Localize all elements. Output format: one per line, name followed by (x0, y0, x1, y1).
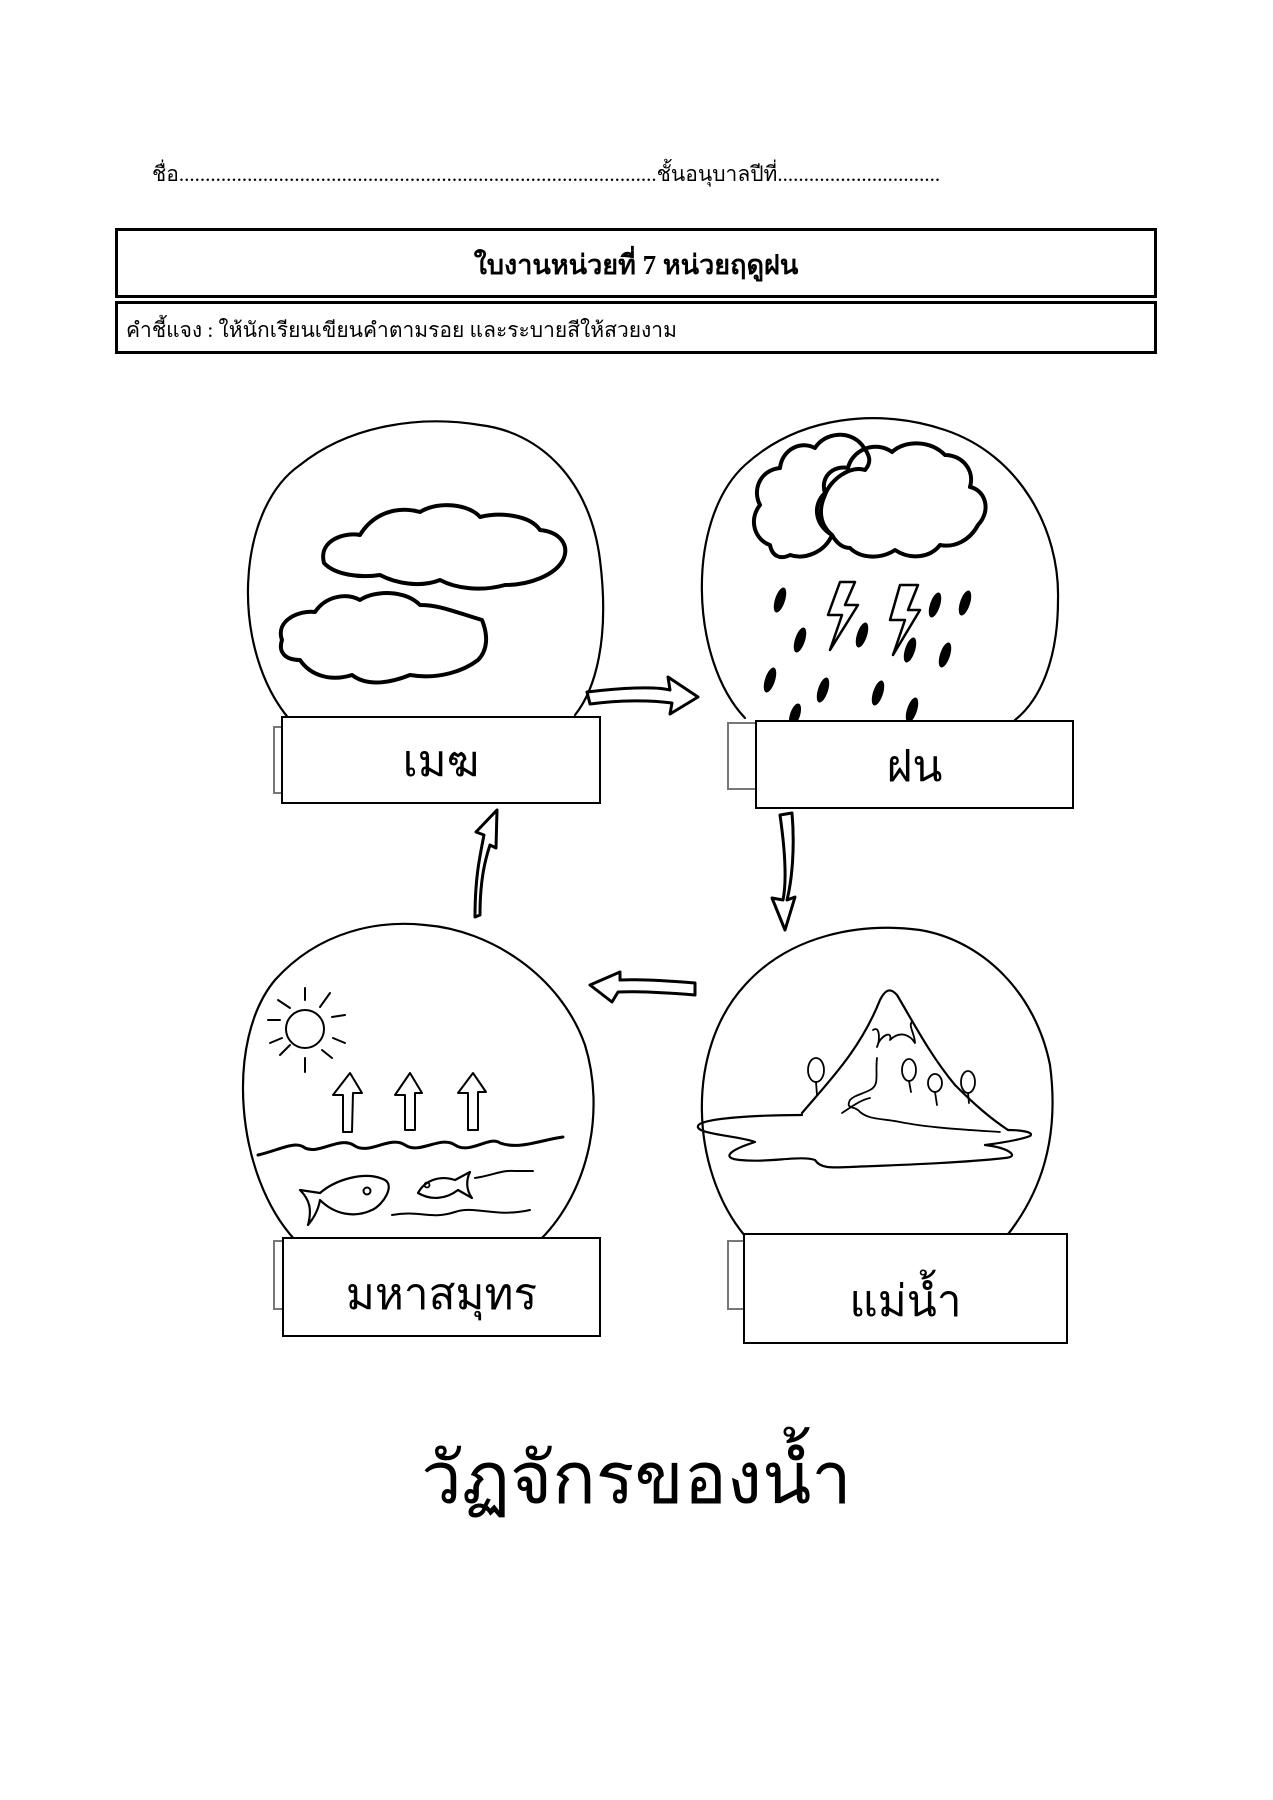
label-cloud-text: เมฆ (402, 736, 480, 787)
arrow-cloud-to-rain-icon (585, 675, 700, 716)
mountain-river-icon (696, 926, 1054, 1240)
label-tab (727, 722, 759, 790)
title-cell: ใบงานหน่วยที่ 7 หน่วยฤดูฝน (115, 228, 1157, 298)
name-label: ชื่อ (152, 162, 179, 186)
class-field[interactable]: ............................... (777, 162, 941, 186)
worksheet-title: ใบงานหน่วยที่ 7 หน่วยฤดูฝน (473, 250, 799, 280)
arrow-rain-to-river-icon (770, 811, 797, 932)
name-class-line: ชื่อ....................................… (152, 158, 1112, 191)
label-rain[interactable]: ฝน (755, 720, 1074, 809)
label-river-text: แม่น้ำ (849, 1276, 962, 1327)
worksheet-header: ใบงานหน่วยที่ 7 หน่วยฤดูฝน คำชี้แจง : ให… (115, 228, 1157, 354)
instruction-text: คำชี้แจง : ให้นักเรียนเขียนคำตามรอย และร… (126, 318, 677, 342)
label-ocean-text: มหาสมุทร (345, 1269, 538, 1320)
label-ocean[interactable]: มหาสมุทร (282, 1237, 601, 1337)
label-rain-text: ฝน (886, 741, 943, 792)
clouds-icon (246, 420, 605, 722)
arrow-river-to-ocean-icon (588, 970, 697, 1004)
water-cycle-title: วัฏจักรของน้ำ (421, 1436, 852, 1520)
ocean-evaporation-icon (241, 922, 595, 1242)
label-river[interactable]: แม่น้ำ (743, 1233, 1068, 1344)
storm-rain-icon (700, 417, 1060, 727)
arrow-ocean-to-cloud-icon (473, 808, 499, 919)
instruction-cell: คำชี้แจง : ให้นักเรียนเขียนคำตามรอย และร… (115, 301, 1157, 354)
label-cloud[interactable]: เมฆ (281, 716, 601, 804)
name-field[interactable]: ........................................… (178, 162, 657, 186)
class-label: ชั้นอนุบาลปีที่ (656, 162, 778, 186)
